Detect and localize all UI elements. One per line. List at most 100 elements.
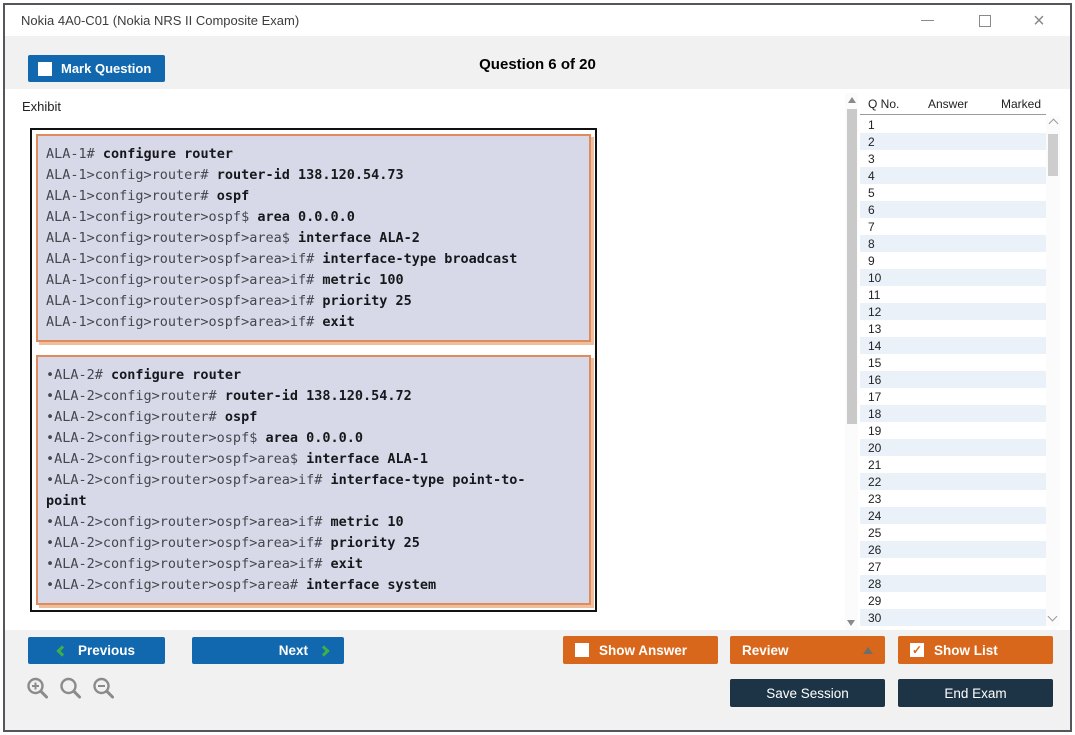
question-row-q: 1: [868, 117, 875, 132]
question-row[interactable]: 7: [860, 218, 1046, 235]
header-strip: Question 6 of 20 Mark Question: [5, 36, 1070, 89]
question-row[interactable]: 10: [860, 269, 1046, 286]
question-row[interactable]: 12: [860, 303, 1046, 320]
question-row[interactable]: 4: [860, 167, 1046, 184]
question-row-q: 10: [868, 270, 882, 285]
mark-question-checkbox[interactable]: [38, 61, 52, 76]
scroll-up-icon[interactable]: [1048, 118, 1058, 129]
question-row-q: 5: [868, 185, 875, 200]
save-session-button[interactable]: Save Session: [730, 679, 885, 707]
question-row[interactable]: 24: [860, 507, 1046, 524]
question-row[interactable]: 23: [860, 490, 1046, 507]
question-row[interactable]: 3: [860, 150, 1046, 167]
question-row-q: 18: [868, 406, 882, 421]
question-row[interactable]: 22: [860, 473, 1046, 490]
cli-command: configure router: [102, 146, 233, 162]
question-row[interactable]: 28: [860, 575, 1046, 592]
cli-prompt: •ALA-2>config>router>ospf>area$: [46, 451, 307, 467]
cli-prompt: ALA-1>config>router>ospf>area>if#: [46, 293, 323, 309]
main-scrollbar-thumb[interactable]: [846, 109, 857, 424]
question-list-header: Q No. Answer Marked: [860, 93, 1046, 115]
cli-command: interface ALA-2: [297, 230, 420, 246]
question-row-q: 20: [868, 440, 882, 455]
question-row[interactable]: 25: [860, 524, 1046, 541]
cli-command: configure router: [111, 367, 242, 383]
show-answer-checkbox[interactable]: [575, 643, 589, 657]
chevron-up-icon: [863, 646, 873, 654]
code-line: ALA-1# configure router: [46, 144, 581, 165]
question-list-scrollbar[interactable]: [1046, 116, 1060, 626]
cli-prompt: ALA-1>config>router#: [46, 188, 217, 204]
show-list-button[interactable]: ✓ Show List: [898, 636, 1053, 664]
question-row[interactable]: 2: [860, 133, 1046, 150]
mark-question-button[interactable]: Mark Question: [28, 55, 166, 82]
question-row[interactable]: 16: [860, 371, 1046, 388]
cli-prompt: •ALA-2>config>router>ospf>area>if#: [46, 514, 331, 530]
review-label: Review: [742, 642, 789, 658]
cli-command: area 0.0.0.0: [257, 209, 355, 225]
cli-prompt: •ALA-2>config>router>ospf>area#: [46, 577, 307, 593]
main-scrollbar[interactable]: [845, 93, 858, 630]
question-row[interactable]: 18: [860, 405, 1046, 422]
code-line: ALA-1>config>router>ospf>area$ interface…: [46, 228, 581, 249]
question-row[interactable]: 30: [860, 609, 1046, 626]
question-row[interactable]: 1: [860, 116, 1046, 133]
exhibit-label: Exhibit: [22, 99, 62, 114]
question-row-q: 30: [868, 610, 882, 625]
question-row[interactable]: 9: [860, 252, 1046, 269]
question-row[interactable]: 17: [860, 388, 1046, 405]
question-row-q: 3: [868, 151, 875, 166]
next-button[interactable]: Next: [192, 637, 344, 664]
question-row[interactable]: 6: [860, 201, 1046, 218]
close-icon: ×: [1033, 9, 1045, 32]
question-row[interactable]: 13: [860, 320, 1046, 337]
code-line: •ALA-2>config>router>ospf>area>if# inter…: [46, 470, 581, 512]
code-line: •ALA-2>config>router>ospf>area# interfac…: [46, 575, 581, 596]
list-scrollbar-thumb[interactable]: [1048, 134, 1058, 176]
minimize-icon: [920, 20, 934, 21]
cli-command: exit: [330, 556, 363, 572]
question-row-q: 4: [868, 168, 875, 183]
scroll-up-icon[interactable]: [847, 97, 856, 103]
zoom-in-icon[interactable]: [25, 676, 50, 701]
show-answer-button[interactable]: Show Answer: [563, 636, 718, 664]
question-row[interactable]: 15: [860, 354, 1046, 371]
cli-command: interface-type broadcast: [322, 251, 518, 267]
zoom-out-icon[interactable]: [91, 676, 116, 701]
question-row[interactable]: 19: [860, 422, 1046, 439]
question-row[interactable]: 14: [860, 337, 1046, 354]
previous-button[interactable]: Previous: [28, 637, 165, 664]
question-row[interactable]: 21: [860, 456, 1046, 473]
title-bar: Nokia 4A0-C01 (Nokia NRS II Composite Ex…: [5, 5, 1070, 36]
question-row-q: 15: [868, 355, 882, 370]
show-list-checkbox[interactable]: ✓: [910, 643, 924, 657]
zoom-reset-icon[interactable]: [58, 676, 83, 701]
question-row-q: 9: [868, 253, 875, 268]
cli-prompt: •ALA-2>config>router#: [46, 388, 225, 404]
close-button[interactable]: ×: [1016, 5, 1062, 36]
scroll-down-icon[interactable]: [1047, 611, 1058, 622]
code-line: ALA-1>config>router# router-id 138.120.5…: [46, 165, 581, 186]
cli-command: interface-type point-to- point: [46, 472, 526, 509]
question-row-q: 28: [868, 576, 882, 591]
question-row[interactable]: 8: [860, 235, 1046, 252]
cli-prompt: •ALA-2>config>router>ospf$: [46, 430, 266, 446]
question-row[interactable]: 5: [860, 184, 1046, 201]
end-exam-button[interactable]: End Exam: [898, 679, 1053, 707]
question-row[interactable]: 11: [860, 286, 1046, 303]
question-row-q: 16: [868, 372, 882, 387]
maximize-button[interactable]: [962, 5, 1008, 36]
review-dropdown[interactable]: Review: [730, 636, 885, 664]
question-row-q: 14: [868, 338, 882, 353]
question-row[interactable]: 26: [860, 541, 1046, 558]
question-row[interactable]: 20: [860, 439, 1046, 456]
question-counter: Question 6 of 20: [479, 56, 596, 73]
minimize-button[interactable]: [904, 5, 950, 36]
scroll-down-icon[interactable]: [847, 620, 855, 626]
cli-command: area 0.0.0.0: [265, 430, 363, 446]
question-row[interactable]: 29: [860, 592, 1046, 609]
question-row[interactable]: 27: [860, 558, 1046, 575]
